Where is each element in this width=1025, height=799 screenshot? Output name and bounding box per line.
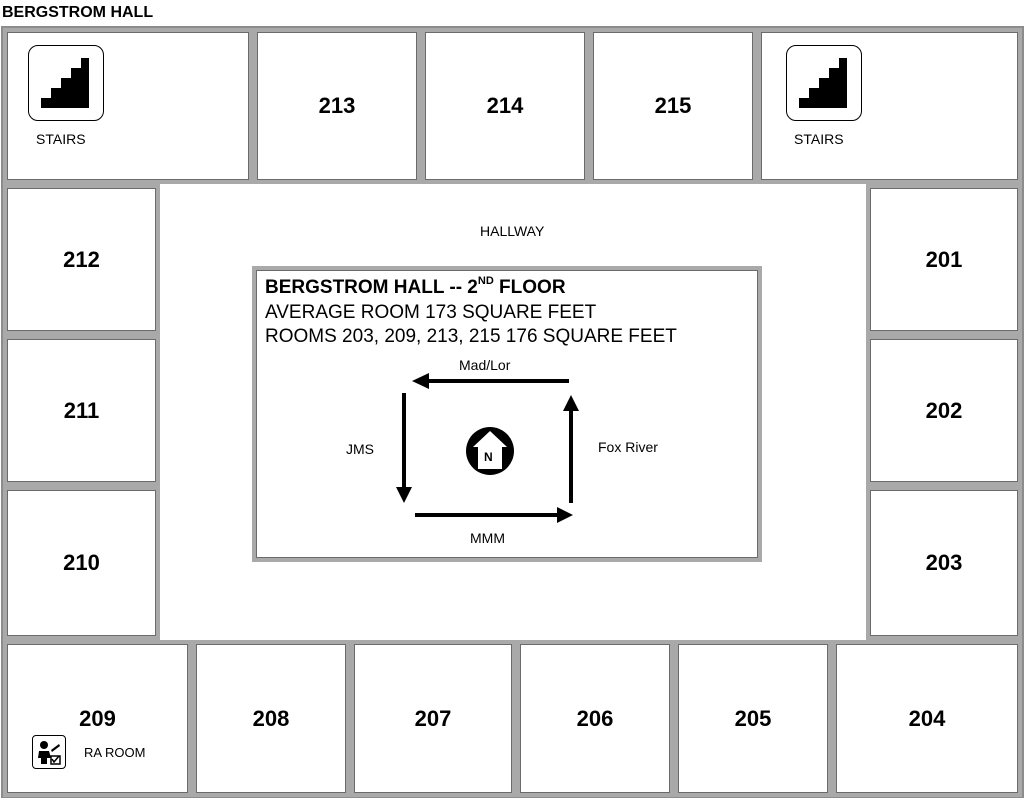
stairs-east[interactable]: STAIRS (757, 28, 1022, 184)
direction-right-label: Fox River (598, 439, 658, 455)
room-number: 205 (734, 705, 772, 731)
arrow-bottom (415, 507, 573, 523)
direction-arrows (396, 373, 579, 523)
north-compass-icon (466, 427, 514, 475)
legend-title-suffix: FLOOR (493, 277, 566, 298)
arrow-left (396, 393, 412, 503)
room-number: 207 (414, 705, 452, 731)
stairs-west[interactable]: STAIRS (3, 28, 253, 184)
room-212[interactable]: 212 (3, 184, 160, 335)
room-number: 203 (925, 550, 963, 575)
stairs-icon (41, 58, 89, 108)
room-number: 213 (318, 93, 356, 118)
room-215[interactable]: 215 (589, 28, 757, 184)
room-201[interactable]: 201 (866, 184, 1022, 335)
room-207[interactable]: 207 (350, 640, 516, 797)
compass-letter: N (484, 450, 493, 464)
room-208[interactable]: 208 (192, 640, 350, 797)
room-205[interactable]: 205 (674, 640, 832, 797)
hallway-label: HALLWAY (480, 223, 545, 239)
room-number: 208 (252, 705, 290, 731)
legend-box: BERGSTROM HALL -- 2ND FLOOR AVERAGE ROOM… (252, 266, 762, 562)
direction-left-label: JMS (346, 441, 374, 457)
room-number: 209 (79, 705, 116, 731)
room-210[interactable]: 210 (3, 486, 160, 640)
room-213[interactable]: 213 (253, 28, 421, 184)
room-214[interactable]: 214 (421, 28, 589, 184)
stairs-west-label: STAIRS (36, 131, 86, 147)
room-206[interactable]: 206 (516, 640, 674, 797)
legend-average-room: AVERAGE ROOM 173 SQUARE FEET (265, 302, 597, 323)
direction-top-label: Mad/Lor (459, 357, 511, 373)
arrow-top (412, 373, 569, 389)
room-202[interactable]: 202 (866, 335, 1022, 486)
page-title: BERGSTROM HALL (2, 4, 154, 21)
direction-bottom-label: MMM (470, 530, 505, 546)
room-number: 204 (908, 705, 946, 731)
room-number: 206 (576, 705, 614, 731)
legend-large-rooms: ROOMS 203, 209, 213, 215 176 SQUARE FEET (265, 326, 677, 347)
room-209[interactable]: 209 RA ROOM (3, 640, 192, 797)
legend-title-prefix: BERGSTROM HALL -- 2 (265, 277, 478, 298)
stairs-east-label: STAIRS (794, 131, 844, 147)
room-203[interactable]: 203 (866, 486, 1022, 640)
legend-title-sup: ND (477, 275, 494, 287)
ra-room-label: RA ROOM (84, 745, 146, 760)
stairs-east-icon-box (786, 45, 862, 121)
room-204[interactable]: 204 (832, 640, 1022, 797)
legend-title: BERGSTROM HALL -- 2ND FLOOR (265, 275, 566, 299)
room-number: 214 (486, 93, 524, 118)
room-number: 215 (654, 93, 692, 118)
arrow-right (563, 395, 579, 503)
room-number: 202 (925, 397, 963, 423)
stairs-west-icon-box (28, 45, 104, 121)
ra-room-icon (32, 735, 66, 769)
room-211[interactable]: 211 (3, 335, 160, 486)
room-number: 212 (63, 246, 100, 272)
room-number: 211 (63, 397, 100, 423)
room-number: 210 (63, 550, 100, 575)
room-number: 201 (925, 246, 963, 272)
stairs-icon (799, 58, 847, 108)
